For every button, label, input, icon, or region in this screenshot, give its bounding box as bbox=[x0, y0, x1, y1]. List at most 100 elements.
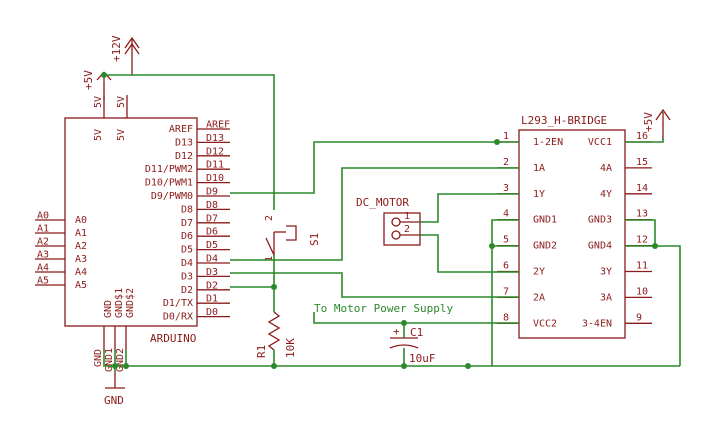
svg-text:10: 10 bbox=[636, 286, 648, 297]
svg-text:11: 11 bbox=[636, 261, 648, 272]
svg-text:3A: 3A bbox=[600, 292, 612, 303]
svg-text:GND2: GND2 bbox=[533, 241, 557, 252]
svg-text:2: 2 bbox=[264, 215, 275, 221]
svg-text:1: 1 bbox=[503, 131, 509, 142]
resistor-r1: R1 10K bbox=[255, 311, 297, 358]
svg-text:14: 14 bbox=[636, 183, 648, 194]
svg-text:D9: D9 bbox=[206, 187, 218, 198]
svg-text:A5: A5 bbox=[37, 276, 49, 287]
supply-12v: +12V bbox=[110, 35, 140, 75]
svg-text:13: 13 bbox=[636, 209, 648, 220]
arduino-pin-13: D1/TX D1 bbox=[163, 294, 230, 309]
svg-text:3Y: 3Y bbox=[600, 267, 612, 278]
svg-text:A4: A4 bbox=[75, 267, 87, 278]
svg-text:8: 8 bbox=[503, 312, 509, 323]
svg-text:A4: A4 bbox=[37, 263, 49, 274]
svg-text:2Y: 2Y bbox=[533, 267, 545, 278]
svg-text:1: 1 bbox=[404, 211, 410, 222]
svg-text:A1: A1 bbox=[75, 228, 87, 239]
arduino-analog-pin-5: A5 A5 bbox=[35, 276, 87, 291]
svg-text:D6: D6 bbox=[181, 231, 193, 242]
svg-text:D5: D5 bbox=[181, 245, 193, 256]
hbridge-left-pin-2: 1A 2 bbox=[497, 157, 545, 174]
arduino-inner-5v-1: 5V bbox=[93, 129, 104, 141]
svg-text:D1/TX: D1/TX bbox=[163, 298, 193, 309]
capacitor-c1: + C1 10uF bbox=[389, 325, 436, 365]
ground-symbol: GND bbox=[104, 372, 125, 407]
svg-text:GND1: GND1 bbox=[104, 348, 115, 372]
svg-text:GND2: GND2 bbox=[115, 348, 126, 372]
svg-text:+12V: +12V bbox=[110, 35, 123, 62]
svg-text:12: 12 bbox=[636, 235, 648, 246]
svg-text:D12: D12 bbox=[206, 146, 224, 157]
svg-text:D12: D12 bbox=[175, 151, 193, 162]
svg-text:D13: D13 bbox=[175, 137, 193, 148]
svg-text:A0: A0 bbox=[75, 215, 87, 226]
hbridge-right-pin-12: GND4 12 bbox=[588, 235, 652, 252]
svg-text:4Y: 4Y bbox=[600, 189, 612, 200]
svg-text:A3: A3 bbox=[37, 250, 49, 261]
dc-motor: DC_MOTOR 1 2 bbox=[356, 196, 421, 246]
hbridge-right-pin-9: 3-4EN 9 bbox=[582, 312, 652, 329]
arduino-bottom-pins: GND GND$1 GND$2 GND GND1 GND2 bbox=[93, 288, 136, 372]
hbridge-name: L293_H-BRIDGE bbox=[521, 114, 607, 127]
svg-text:2: 2 bbox=[404, 224, 410, 235]
svg-text:10K: 10K bbox=[284, 338, 297, 358]
svg-text:D8: D8 bbox=[181, 204, 193, 215]
svg-text:1Y: 1Y bbox=[533, 189, 545, 200]
arduino-symbol: 5V 5V 5V 5V ARDUINO bbox=[64, 95, 198, 345]
svg-text:9: 9 bbox=[636, 312, 642, 323]
svg-text:A2: A2 bbox=[75, 241, 87, 252]
hbridge-symbol: L293_H-BRIDGE bbox=[518, 114, 626, 339]
svg-text:GND: GND bbox=[104, 394, 124, 407]
switch-s1: S1 2 1 bbox=[264, 215, 321, 262]
arduino-top-pin-1: 5V bbox=[93, 96, 104, 108]
svg-text:S1: S1 bbox=[308, 233, 321, 246]
svg-text:3-4EN: 3-4EN bbox=[582, 318, 612, 329]
svg-text:3: 3 bbox=[503, 183, 509, 194]
svg-text:1A: 1A bbox=[533, 163, 545, 174]
hbridge-right-pin-11: 3Y 11 bbox=[600, 261, 652, 278]
svg-text:DC_MOTOR: DC_MOTOR bbox=[356, 196, 409, 209]
arduino-analog-pin-4: A4 A4 bbox=[35, 263, 87, 278]
arduino-top-pin-2: 5V bbox=[116, 96, 127, 108]
svg-text:D1: D1 bbox=[206, 294, 218, 305]
svg-text:D5: D5 bbox=[206, 240, 218, 251]
svg-text:5: 5 bbox=[503, 235, 509, 246]
hbridge-right-pin-14: 4Y 14 bbox=[600, 183, 652, 200]
svg-text:A5: A5 bbox=[75, 280, 87, 291]
svg-text:D2: D2 bbox=[206, 280, 218, 291]
svg-text:4: 4 bbox=[503, 209, 509, 220]
svg-text:GND4: GND4 bbox=[588, 241, 612, 252]
svg-text:D10/PWM1: D10/PWM1 bbox=[145, 178, 193, 189]
arduino-name: ARDUINO bbox=[150, 332, 196, 345]
svg-text:1-2EN: 1-2EN bbox=[533, 137, 563, 148]
svg-text:D0/RX: D0/RX bbox=[163, 312, 193, 323]
svg-text:4A: 4A bbox=[600, 163, 612, 174]
hbridge-left-pin-3: 1Y 3 bbox=[497, 183, 545, 200]
svg-text:GND: GND bbox=[93, 349, 104, 367]
svg-text:16: 16 bbox=[636, 131, 648, 142]
svg-text:D11/PWM2: D11/PWM2 bbox=[145, 164, 193, 175]
svg-text:AREF: AREF bbox=[169, 124, 193, 135]
svg-text:D8: D8 bbox=[206, 200, 218, 211]
svg-text:2: 2 bbox=[503, 157, 509, 168]
svg-text:GND: GND bbox=[103, 300, 114, 318]
svg-text:D0: D0 bbox=[206, 307, 218, 318]
